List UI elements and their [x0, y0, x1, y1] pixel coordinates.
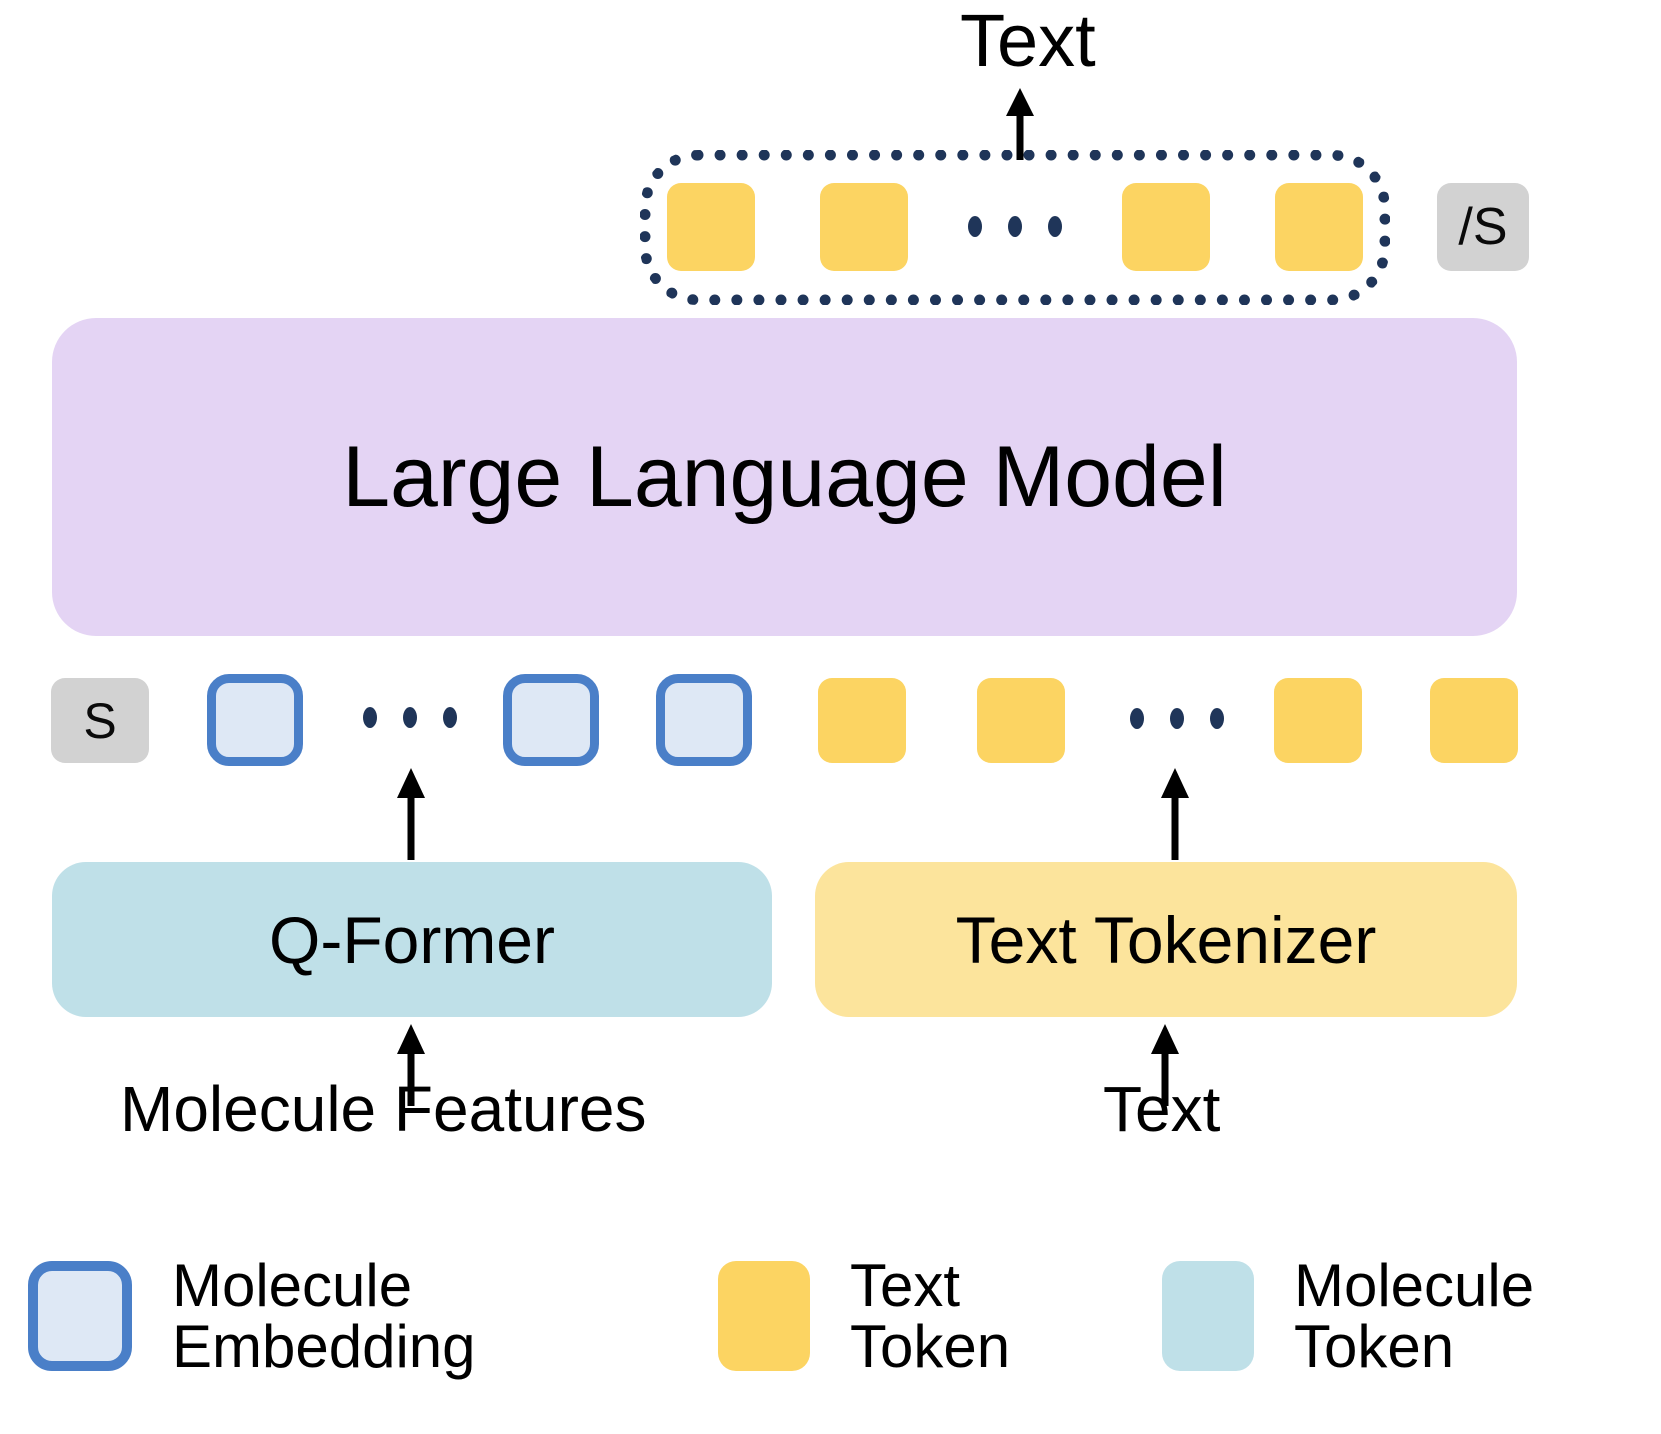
text-token-swatch-icon — [718, 1261, 810, 1372]
legend-label-molecule-token: Molecule Token — [1294, 1252, 1535, 1381]
output-token-sequence-group — [640, 150, 1390, 305]
start-of-sequence-token: S — [51, 678, 149, 763]
end-of-sequence-token: /S — [1437, 183, 1529, 271]
input-text-token-ellipsis — [1130, 708, 1224, 729]
molecule-embedding-3 — [656, 674, 752, 766]
legend-line-2: Token — [1294, 1313, 1455, 1381]
input-text-token-2 — [977, 678, 1065, 763]
output-text-token-1 — [667, 183, 755, 271]
molecule-embedding-1 — [207, 674, 303, 766]
arrow-molecule-features-to-qformer — [397, 1024, 425, 1106]
legend-line-1: Text — [850, 1252, 961, 1319]
output-text-token-2 — [820, 183, 908, 271]
arrow-text-to-tokenizer — [1151, 1024, 1179, 1106]
legend: Molecule Embedding Text Token Molecule T… — [0, 1215, 1661, 1415]
molecule-features-label: Molecule Features — [120, 1073, 647, 1145]
legend-line-2: Embedding — [172, 1313, 476, 1381]
legend-line-1: Molecule — [1294, 1252, 1535, 1319]
q-former-block: Q-Former — [52, 862, 772, 1017]
large-language-model-block: Large Language Model — [52, 318, 1517, 636]
arrow-qformer-to-embeddings — [397, 768, 425, 860]
output-sequence-ellipsis — [968, 216, 1062, 237]
legend-item-molecule-token: Molecule Token — [1162, 1255, 1534, 1377]
arrow-tokenizer-to-text-tokens — [1161, 768, 1189, 860]
legend-label-molecule-embedding: Molecule Embedding — [172, 1252, 476, 1381]
legend-line-1: Molecule — [172, 1252, 413, 1319]
legend-item-molecule-embedding: Molecule Embedding — [28, 1255, 476, 1377]
input-text-token-3 — [1274, 678, 1362, 763]
output-text-token-3 — [1122, 183, 1210, 271]
legend-line-2: Token — [850, 1313, 1011, 1381]
output-text-token-4 — [1275, 183, 1363, 271]
text-input-label: Text — [1103, 1073, 1221, 1145]
legend-label-text-token: Text Token — [850, 1252, 1011, 1381]
text-tokenizer-block: Text Tokenizer — [815, 862, 1517, 1017]
molecule-token-swatch-icon — [1162, 1261, 1254, 1372]
output-text-label: Text — [960, 0, 1096, 82]
molecule-embedding-swatch-icon — [28, 1261, 132, 1372]
molecule-embedding-ellipsis — [363, 707, 457, 728]
input-text-token-4 — [1430, 678, 1518, 763]
legend-item-text-token: Text Token — [718, 1255, 1010, 1377]
molecule-embedding-2 — [503, 674, 599, 766]
input-text-token-1 — [818, 678, 906, 763]
